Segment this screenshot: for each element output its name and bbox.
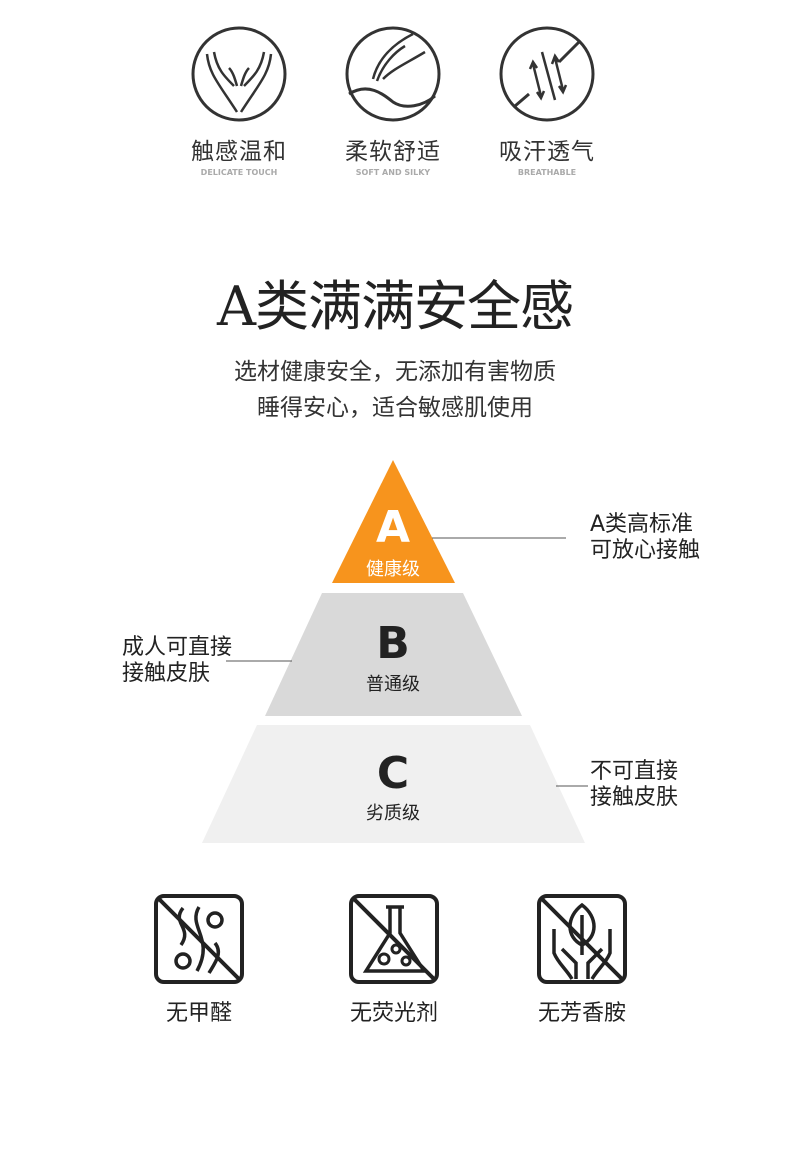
note-c: 不可直接 接触皮肤 xyxy=(590,759,679,810)
level-b-label: 普通级 xyxy=(366,674,420,695)
level-a-letter: A xyxy=(375,502,411,553)
level-b-letter: B xyxy=(376,618,410,669)
no-fluorescent-agent-icon xyxy=(349,894,439,984)
hands-icon xyxy=(191,26,287,122)
note-b: 成人可直接 接触皮肤 xyxy=(122,635,233,686)
soft-hand-icon xyxy=(345,26,441,122)
note-a: A类高标准 可放心接触 xyxy=(590,512,701,563)
no-formaldehyde-icon xyxy=(154,894,244,984)
free-of-formaldehyde: 无甲醛 xyxy=(129,893,269,1027)
level-c-label: 劣质级 xyxy=(366,803,420,824)
subtitle-line-1: 选材健康安全，无添加有害物质 xyxy=(234,359,556,385)
feature-breathable: 吸汗透气 BREATHABLE xyxy=(477,24,617,177)
free-of-aromatic-amine: 无芳香胺 xyxy=(512,893,652,1027)
level-c-letter: C xyxy=(376,748,410,799)
pyramid-level-c xyxy=(202,725,585,843)
headline: A类满满安全感 xyxy=(217,275,574,338)
subtitle-line-2: 睡得安心，适合敏感肌使用 xyxy=(257,395,533,421)
pyramid-level-b xyxy=(265,593,522,716)
pyramid-level-a xyxy=(332,460,455,583)
level-a-label: 健康级 xyxy=(366,559,420,580)
feature-soft-silky: 柔软舒适 SOFT AND SILKY xyxy=(323,24,463,177)
no-aromatic-amine-icon xyxy=(537,894,627,984)
free-of-fluorescent-agent: 无荧光剂 xyxy=(324,893,464,1027)
breathable-arrows-icon xyxy=(499,26,595,122)
feature-delicate-touch: 触感温和 DELICATE TOUCH xyxy=(169,24,309,177)
